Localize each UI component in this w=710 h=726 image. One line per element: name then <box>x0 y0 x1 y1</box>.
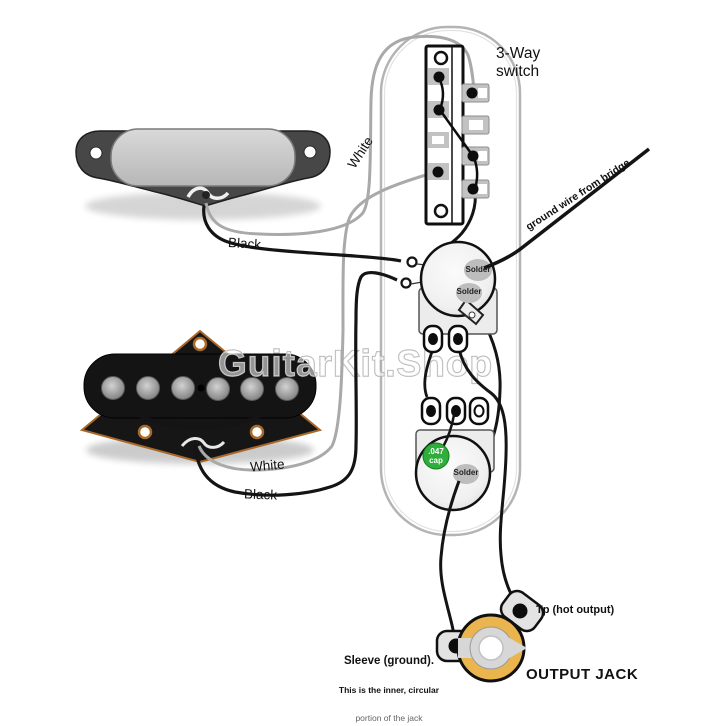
neck-pickup <box>75 128 331 207</box>
tone-lugs <box>420 396 490 426</box>
switch-label: 3-Way switch <box>496 45 541 80</box>
bridge-pickup-lip <box>128 413 272 430</box>
volume-to-tone-wire <box>423 348 435 398</box>
tone-capacitor <box>422 442 450 470</box>
bridge-mount-hole-right <box>249 424 265 440</box>
capacitor-value-label: .047 cap <box>428 447 444 465</box>
output-jack-title: OUTPUT JACK <box>526 666 639 683</box>
jack-washer-point <box>506 636 527 660</box>
jack-tip-terminal <box>512 603 528 619</box>
bridge-pole-pieces <box>101 376 299 401</box>
bridge-mount-hole-top <box>192 336 208 352</box>
tone-solder-label: Solder <box>453 468 479 477</box>
volume-lugs <box>422 324 469 354</box>
volume-solder-blob-1 <box>464 259 492 281</box>
volume-bent-lug-hole <box>468 311 476 319</box>
jack-sleeve-note-line2: portion of the jack <box>355 713 423 723</box>
neck-mount-hole-left <box>89 146 103 160</box>
neck-eyelet <box>202 191 210 199</box>
switch-mount-hole-top <box>433 50 449 66</box>
neck-black-wire <box>202 205 402 263</box>
bridge-eyelet-wire <box>180 437 226 449</box>
output-jack <box>435 589 545 683</box>
bridge-mount-hole-left <box>137 424 153 440</box>
volume-solder-label-2: Solder <box>456 287 482 296</box>
jack-hole <box>478 635 504 661</box>
neck-white-wire <box>204 34 476 236</box>
bridge-black-wire-label: Black <box>243 486 278 503</box>
jack-tip-label: Tp (hot output) <box>536 604 615 616</box>
bridge-black-wire-loop <box>400 277 412 289</box>
bridge-white-wire <box>197 170 437 472</box>
jack-sleeve-note-line1: This is the inner, circular <box>338 685 440 695</box>
neck-black-wire-label: Black <box>227 234 262 253</box>
volume-solder-blob-2 <box>456 283 482 303</box>
neck-pickup-cover <box>110 128 296 187</box>
bridge-center-dot <box>197 384 205 392</box>
cap-lead-wire <box>441 414 456 448</box>
jack-sleeve-note: Sleeve (ground). This is the inner, circ… <box>333 637 445 726</box>
control-plate-outline <box>379 25 522 537</box>
neck-mount-hole-right <box>303 145 317 159</box>
bridge-black-wire <box>193 270 398 497</box>
neck-black-wire-loop <box>406 256 418 268</box>
control-plate-inner-line <box>383 29 518 533</box>
hot-output-wire <box>457 348 518 604</box>
volume-pot <box>418 240 498 354</box>
switch-mount-hole-bottom <box>433 203 449 219</box>
tone-pot <box>414 396 495 512</box>
tone-solder-blob <box>453 464 479 484</box>
switch-jumper-wires <box>437 77 479 189</box>
bridge-ground-wire <box>483 147 651 270</box>
jack-sleeve-label: Sleeve (ground). <box>343 655 435 667</box>
volume-solder-label-1: Solder <box>465 265 491 274</box>
three-way-switch <box>424 44 490 226</box>
bridge-white-wire-label: White <box>249 456 286 475</box>
